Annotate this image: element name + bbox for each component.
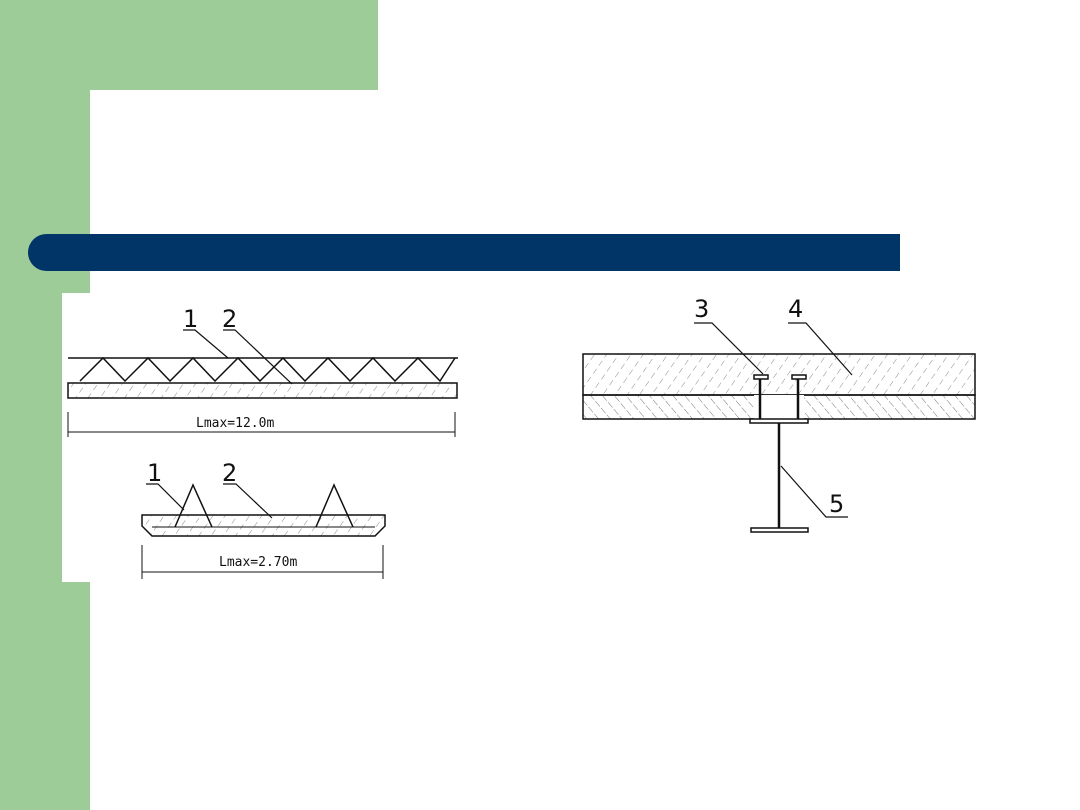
label-5: 5 bbox=[829, 490, 844, 518]
dimension-text: Lmax=12.0m bbox=[196, 416, 274, 431]
leader-2 bbox=[223, 329, 293, 385]
leader-2 bbox=[223, 483, 273, 519]
leader-1 bbox=[183, 329, 229, 359]
zigzag-web bbox=[79, 356, 456, 383]
truss-triangle bbox=[315, 483, 354, 528]
shear-stud-head bbox=[753, 374, 769, 380]
truss-slab-diagram bbox=[67, 329, 458, 437]
label-1: 1 bbox=[147, 459, 162, 487]
dimension-text: Lmax=2.70m bbox=[219, 555, 297, 570]
label-4: 4 bbox=[788, 295, 803, 323]
beam-bottom-flange bbox=[750, 527, 809, 533]
label-2: 2 bbox=[222, 459, 237, 487]
leader-5 bbox=[780, 465, 848, 518]
label-2: 2 bbox=[222, 305, 237, 333]
precast-panel-diagram bbox=[141, 483, 386, 579]
content-corner bbox=[90, 90, 170, 170]
leader-3 bbox=[694, 322, 764, 375]
composite-beam-diagram bbox=[582, 322, 976, 533]
leader-4 bbox=[788, 322, 853, 376]
leader-1 bbox=[146, 483, 185, 511]
truss-triangle bbox=[174, 483, 213, 528]
beam-top-flange bbox=[749, 418, 809, 424]
concrete-topping bbox=[582, 353, 976, 396]
label-3: 3 bbox=[694, 295, 709, 323]
concrete-slab bbox=[67, 382, 458, 399]
panel-slab bbox=[141, 514, 386, 537]
shear-stud-head bbox=[791, 374, 807, 380]
top-accent-block bbox=[0, 0, 378, 90]
label-1: 1 bbox=[183, 305, 198, 333]
title-bar bbox=[28, 234, 900, 271]
